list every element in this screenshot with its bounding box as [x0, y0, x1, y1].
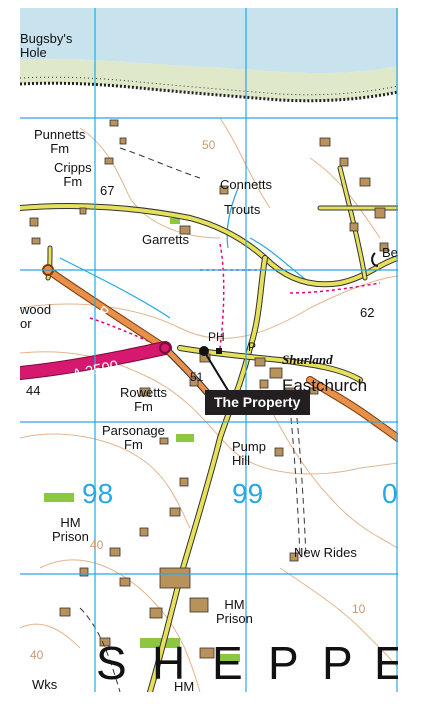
b-road — [44, 266, 398, 442]
island-letter: E — [374, 637, 398, 689]
spot-height-67: 67 — [100, 183, 115, 198]
spot-height-51: 51 — [190, 370, 204, 384]
place-label-ph: PH — [208, 330, 225, 344]
contour-label: 50 — [202, 138, 216, 152]
island-letter: H — [152, 637, 186, 689]
os-map[interactable] — [20, 8, 398, 692]
island-letter: S — [96, 637, 127, 689]
place-label-trouts: Trouts — [224, 202, 261, 217]
sea — [20, 8, 398, 74]
property-marker — [199, 346, 209, 356]
grid-label-98: 98 — [82, 478, 114, 509]
place-label-berry: Berry — [382, 245, 398, 260]
place-label-wks: Wks — [32, 677, 58, 692]
place-label-new-rides: New Rides — [294, 545, 357, 560]
buildings — [29, 119, 389, 659]
island-letter: P — [268, 637, 299, 689]
contour-label: 40 — [90, 538, 104, 552]
minor-roads — [20, 165, 398, 692]
island-letter: P — [322, 637, 353, 689]
place-label-shurland: Shurland — [282, 352, 333, 367]
place-label-hm-bottom: HM — [174, 679, 195, 693]
cliff-line — [20, 81, 398, 103]
contour-label: 40 — [30, 648, 44, 662]
contour-label: 10 — [352, 602, 366, 616]
spot-height-44: 44 — [26, 383, 41, 398]
place-label-p: P — [248, 340, 257, 354]
island-letter: E — [212, 637, 243, 689]
grid-label-00: 00 — [382, 478, 398, 509]
tracks — [79, 147, 307, 692]
foreshore — [20, 59, 398, 101]
spot-height-62: 62 — [360, 305, 375, 320]
grid-lines — [20, 8, 398, 692]
woodland — [44, 218, 240, 662]
place-label-connetts: Connetts — [220, 177, 273, 192]
property-label[interactable]: The Property — [205, 390, 311, 415]
place-label-garretts: Garretts — [142, 232, 189, 247]
grid-label-99: 99 — [232, 478, 264, 509]
